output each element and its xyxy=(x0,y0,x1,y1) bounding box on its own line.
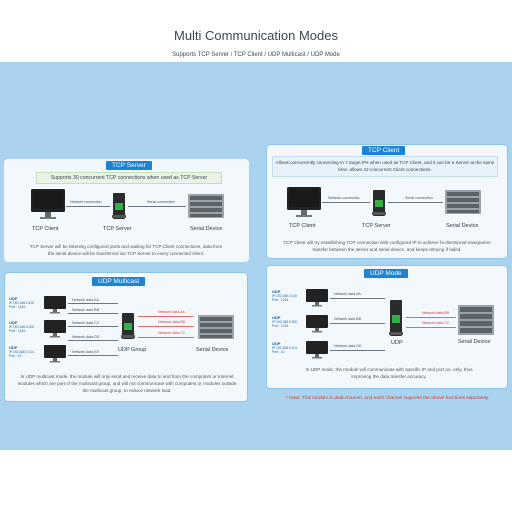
server-module-icon xyxy=(389,300,403,336)
serial-connection-label: Serial connection xyxy=(405,196,433,200)
serial-device-label: Serial Device xyxy=(458,339,491,345)
monitor-icon xyxy=(306,289,328,307)
serial-data-line xyxy=(138,316,194,317)
tcp-server-description: TCP Server will be listening configured … xyxy=(29,244,223,256)
monitor-icon xyxy=(44,345,66,363)
udp-device-ip: IP:192.168.0.101 xyxy=(272,346,298,350)
serial-device-label: Serial Device xyxy=(196,347,229,353)
serial-data-line xyxy=(138,337,194,338)
network-data-line xyxy=(68,303,118,304)
tcp-server-badge: TCP Server xyxy=(106,161,152,170)
udp-mode-badge: UDP Mode xyxy=(364,269,408,278)
network-connection-line xyxy=(322,202,370,203)
serial-data-label: Network data AA xyxy=(158,310,185,314)
monitor-icon xyxy=(306,315,328,333)
network-connection-line xyxy=(66,206,110,207)
serial-data-line xyxy=(406,327,456,328)
udp-device: UDP IP:192.168.0.200 Port : 1234 xyxy=(9,320,35,334)
serial-device-rack-icon xyxy=(198,315,234,339)
tcp-client-highlight: Allows concurrently connecting to 7 targ… xyxy=(272,156,498,177)
serial-device-label: Serial Device xyxy=(190,226,223,232)
network-data-label: Network data EE xyxy=(72,350,99,354)
udp-device-port: Port : 10 xyxy=(9,354,22,358)
udp-device-title: UDP xyxy=(9,320,18,325)
udp-device-title: UDP xyxy=(272,341,281,346)
udp-device: UDP IP:192.168.0.101 Port : 10 xyxy=(9,345,35,359)
udp-device-title: UDP xyxy=(9,345,18,350)
serial-data-line xyxy=(138,326,194,327)
udp-device-port: Port : 1234 xyxy=(272,298,289,302)
udp-device-port: Port : 1234 xyxy=(9,305,26,309)
network-data-line xyxy=(68,355,118,356)
page-subtitle: Supports TCP Server / TCP Client / UDP M… xyxy=(172,52,340,58)
network-data-label: Network data BB xyxy=(334,317,361,321)
udp-device-title: UDP xyxy=(272,289,281,294)
network-data-line xyxy=(330,350,385,351)
udp-device-ip: IP:192.168.0.101 xyxy=(9,350,35,354)
serial-device-rack-icon xyxy=(445,190,481,214)
server-module-icon xyxy=(372,190,386,216)
udp-device-port: Port : 10 xyxy=(272,350,285,354)
udp-device-port: Port : 1234 xyxy=(272,324,289,328)
network-connection-label: Network connection xyxy=(328,196,360,200)
monitor-icon xyxy=(31,189,65,219)
udp-multicast-badge: UDP Multicast xyxy=(92,277,146,286)
tcp-server-highlight: Supports 30 concurrent TCP connections w… xyxy=(36,172,222,184)
udp-mode-description: In UDP mode, the module will communicate… xyxy=(305,367,473,379)
udp-device-title: UDP xyxy=(9,296,18,301)
udp-multicast-description: In UDP multicast mode, the module will o… xyxy=(17,374,237,393)
udp-group-label: UDP Group xyxy=(118,347,147,353)
dual-channel-footnote: * Note: This module is dual-channel, and… xyxy=(286,396,490,401)
network-data-line xyxy=(330,298,385,299)
serial-connection-line xyxy=(388,202,443,203)
serial-connection-label: Serial connection xyxy=(147,200,175,204)
udp-device-ip: IP:192.168.0.200 xyxy=(9,325,35,329)
serial-data-line xyxy=(406,317,456,318)
tcp-server-label: TCP Server xyxy=(103,226,132,232)
network-data-label: Network data AA xyxy=(334,292,361,296)
udp-device: UDP IP:192.168.0.101 Port : 10 xyxy=(272,341,298,355)
network-data-label: Network data DD xyxy=(334,344,362,348)
network-data-label: Network data AA xyxy=(72,298,99,302)
udp-device-ip: IP:192.168.0.100 xyxy=(272,294,298,298)
network-data-line xyxy=(68,313,118,314)
udp-device: UDP IP:192.168.0.100 Port : 1234 xyxy=(272,289,298,303)
tcp-client-badge: TCP Client xyxy=(362,146,406,155)
tcp-client-label: TCP Client xyxy=(289,223,316,229)
serial-device-rack-icon xyxy=(188,194,224,218)
udp-device-port: Port : 1234 xyxy=(9,329,26,333)
network-data-label: Network data DD xyxy=(72,335,100,339)
network-data-label: Network data BB xyxy=(72,308,99,312)
serial-device-rack-icon xyxy=(458,305,494,335)
serial-data-label: Network data CC xyxy=(158,331,186,335)
network-data-label: Network data CC xyxy=(72,321,100,325)
network-connection-label: Network connection xyxy=(70,200,102,204)
monitor-icon xyxy=(44,296,66,314)
udp-device: UDP IP:192.168.0.100 Port : 1234 xyxy=(9,296,35,310)
serial-data-label: Network data CC xyxy=(422,321,450,325)
network-data-line xyxy=(330,323,385,324)
udp-device-title: UDP xyxy=(272,315,281,320)
udp-device: UDP IP:192.168.0.200 Port : 1234 xyxy=(272,315,298,329)
serial-connection-line xyxy=(128,206,186,207)
page-title: Multi Communication Modes xyxy=(173,28,338,43)
tcp-client-label: TCP Client xyxy=(32,226,59,232)
monitor-icon xyxy=(287,187,321,217)
udp-device-ip: IP:192.168.0.200 xyxy=(272,320,298,324)
serial-data-label: Network data BB xyxy=(158,320,185,324)
serial-data-label: Network data BB xyxy=(422,311,449,315)
monitor-icon xyxy=(44,320,66,338)
serial-device-label: Serial Device xyxy=(446,223,479,229)
tcp-client-description: TCP Client will try establishing TCP con… xyxy=(283,240,491,252)
tcp-server-label: TCP Server xyxy=(362,223,391,229)
udp-label: UDP xyxy=(391,340,403,346)
monitor-icon xyxy=(306,341,328,359)
network-data-line xyxy=(68,340,118,341)
server-module-icon xyxy=(112,193,126,219)
server-module-icon xyxy=(121,313,135,339)
network-data-line xyxy=(68,326,118,327)
udp-device-ip: IP:192.168.0.100 xyxy=(9,301,35,305)
